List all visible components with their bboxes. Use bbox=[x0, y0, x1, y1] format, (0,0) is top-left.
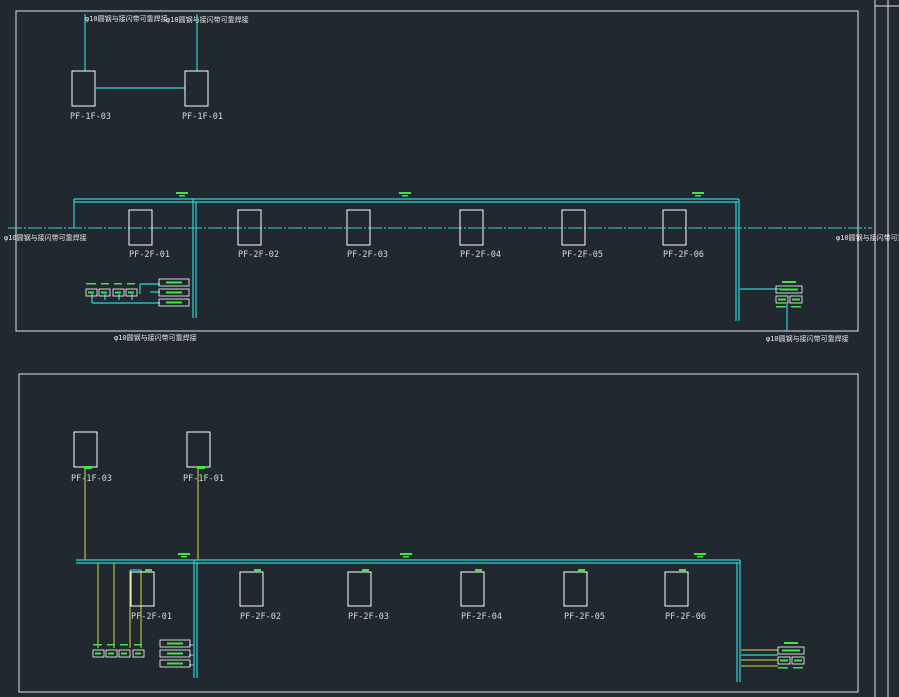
unit-label: PF-2F-04 bbox=[461, 612, 502, 622]
unit-label: PF-2F-01 bbox=[129, 250, 170, 260]
grounding-annotation: φ10圆钢与接闪带可靠焊接 bbox=[836, 233, 899, 242]
grounding-annotation: φ10圆钢与接闪带可靠焊接 bbox=[114, 333, 197, 342]
unit-tag bbox=[84, 466, 92, 469]
switch-block-left bbox=[85, 278, 190, 307]
switch-block-left bbox=[92, 639, 191, 668]
upper-floor2-units bbox=[128, 209, 687, 246]
unit-box bbox=[561, 209, 586, 246]
unit-box bbox=[664, 571, 689, 607]
unit-box bbox=[662, 209, 687, 246]
duct-tags bbox=[176, 192, 704, 197]
unit-tag bbox=[197, 466, 205, 469]
unit-label: PF-2F-01 bbox=[131, 612, 172, 622]
unit-label: PF-2F-06 bbox=[665, 612, 706, 622]
unit-label: PF-2F-05 bbox=[564, 612, 605, 622]
unit-box bbox=[184, 70, 209, 107]
grounding-annotation: φ10圆钢与接闪带可靠焊接 bbox=[166, 15, 249, 24]
grounding-annotation: φ10圆钢与接闪带可靠焊接 bbox=[4, 233, 87, 242]
lower-wire-lines bbox=[84, 468, 778, 667]
grounding-annotation: φ10圆钢与接闪带可靠焊接 bbox=[766, 334, 849, 343]
unit-box bbox=[347, 571, 372, 607]
upper-duct-lines bbox=[73, 14, 788, 332]
unit-label: PF-2F-03 bbox=[347, 250, 388, 260]
unit-label: PF-2F-03 bbox=[348, 612, 389, 622]
unit-label: PF-2F-02 bbox=[238, 250, 279, 260]
unit-box bbox=[71, 70, 96, 107]
lower-floor2-units bbox=[130, 571, 689, 607]
unit-label: PF-2F-05 bbox=[562, 250, 603, 260]
unit-label: PF-2F-02 bbox=[240, 612, 281, 622]
upper-panel-frame bbox=[15, 10, 859, 332]
unit-box bbox=[459, 209, 484, 246]
lower-duct-lines bbox=[76, 559, 778, 682]
lower-unit-tags bbox=[145, 569, 686, 572]
unit-box bbox=[346, 209, 371, 246]
switch-block-right bbox=[777, 642, 805, 669]
unit-label: PF-1F-03 bbox=[71, 474, 112, 484]
unit-box bbox=[186, 431, 211, 468]
upper-panel: PF-1F-03 PF-1F-01 PF-2F-01 PF-2F-02 PF-2… bbox=[4, 14, 899, 343]
unit-label: PF-1F-01 bbox=[182, 112, 223, 122]
unit-box bbox=[73, 431, 98, 468]
grounding-annotation: φ10圆钢与接闪带可靠焊接 bbox=[85, 14, 168, 23]
unit-box bbox=[563, 571, 588, 607]
unit-label: PF-2F-04 bbox=[460, 250, 501, 260]
unit-box bbox=[130, 571, 155, 607]
unit-box bbox=[460, 571, 485, 607]
unit-label: PF-1F-01 bbox=[183, 474, 224, 484]
unit-label: PF-1F-03 bbox=[70, 112, 111, 122]
lower-panel-frame bbox=[18, 373, 859, 693]
unit-box bbox=[237, 209, 262, 246]
unit-box bbox=[239, 571, 264, 607]
duct-tags bbox=[178, 553, 706, 558]
lower-panel: PF-1F-03 PF-1F-01 PF-2F-01 PF-2F-02 PF-2… bbox=[71, 431, 805, 682]
drawing-frames bbox=[15, 0, 899, 697]
unit-label: PF-2F-06 bbox=[663, 250, 704, 260]
switch-block-right bbox=[775, 281, 803, 308]
unit-box bbox=[128, 209, 153, 246]
